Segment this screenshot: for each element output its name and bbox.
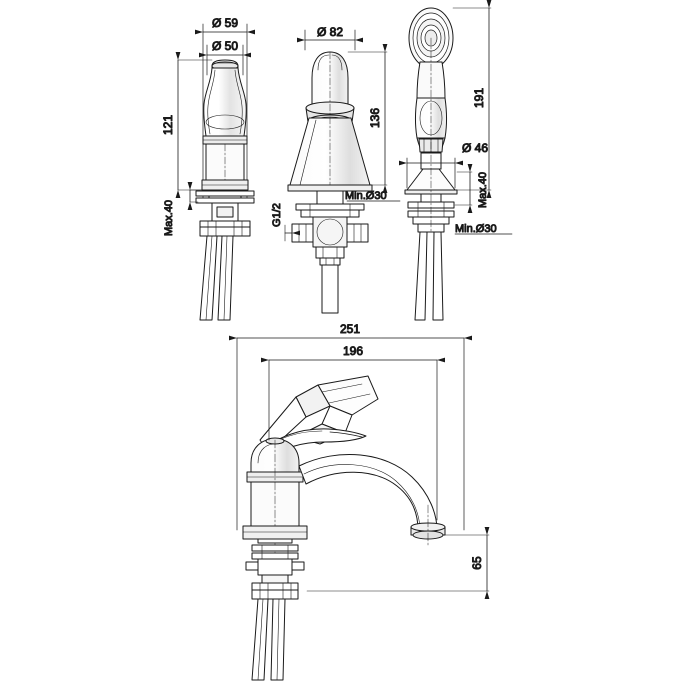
handle-view — [195, 23, 255, 321]
dim-handshower-max-thickness: Max.40 — [477, 172, 489, 208]
spout-front-view — [287, 29, 373, 314]
side-elevation-view — [242, 375, 446, 681]
dim-thread-size: G1/2 — [271, 203, 283, 227]
spout-dimensions: Ø 82 136 Min.Ø30 G1/2 — [271, 25, 401, 242]
dim-handle-outer-dia: Ø 59 — [212, 16, 238, 30]
dim-spout-min-hole: Min.Ø30 — [345, 190, 387, 202]
dim-overall-length: 251 — [340, 322, 360, 336]
dim-handle-inner-dia: Ø 50 — [212, 39, 238, 53]
handle-dimensions: Ø 59 Ø 50 121 Max.40 — [161, 16, 255, 237]
dim-handshower-min-hole: Min.Ø30 — [455, 223, 497, 235]
side-elevation-dimensions: 251 196 65 — [229, 322, 490, 599]
dim-handshower-height: 191 — [472, 88, 486, 108]
dim-spout-dia: Ø 82 — [317, 25, 343, 39]
dim-spout-clearance: 65 — [470, 556, 484, 570]
dim-handle-height: 121 — [161, 115, 175, 135]
dim-handle-max-thickness: Max.40 — [163, 200, 175, 236]
dim-spout-reach: 196 — [343, 344, 363, 358]
dim-handshower-dia: Ø 46 — [462, 141, 488, 155]
dim-spout-height: 136 — [368, 108, 382, 128]
handshower-dimensions: 191 Ø 46 Max.40 Min.Ø30 — [399, 0, 513, 236]
handshower-view — [404, 7, 458, 321]
